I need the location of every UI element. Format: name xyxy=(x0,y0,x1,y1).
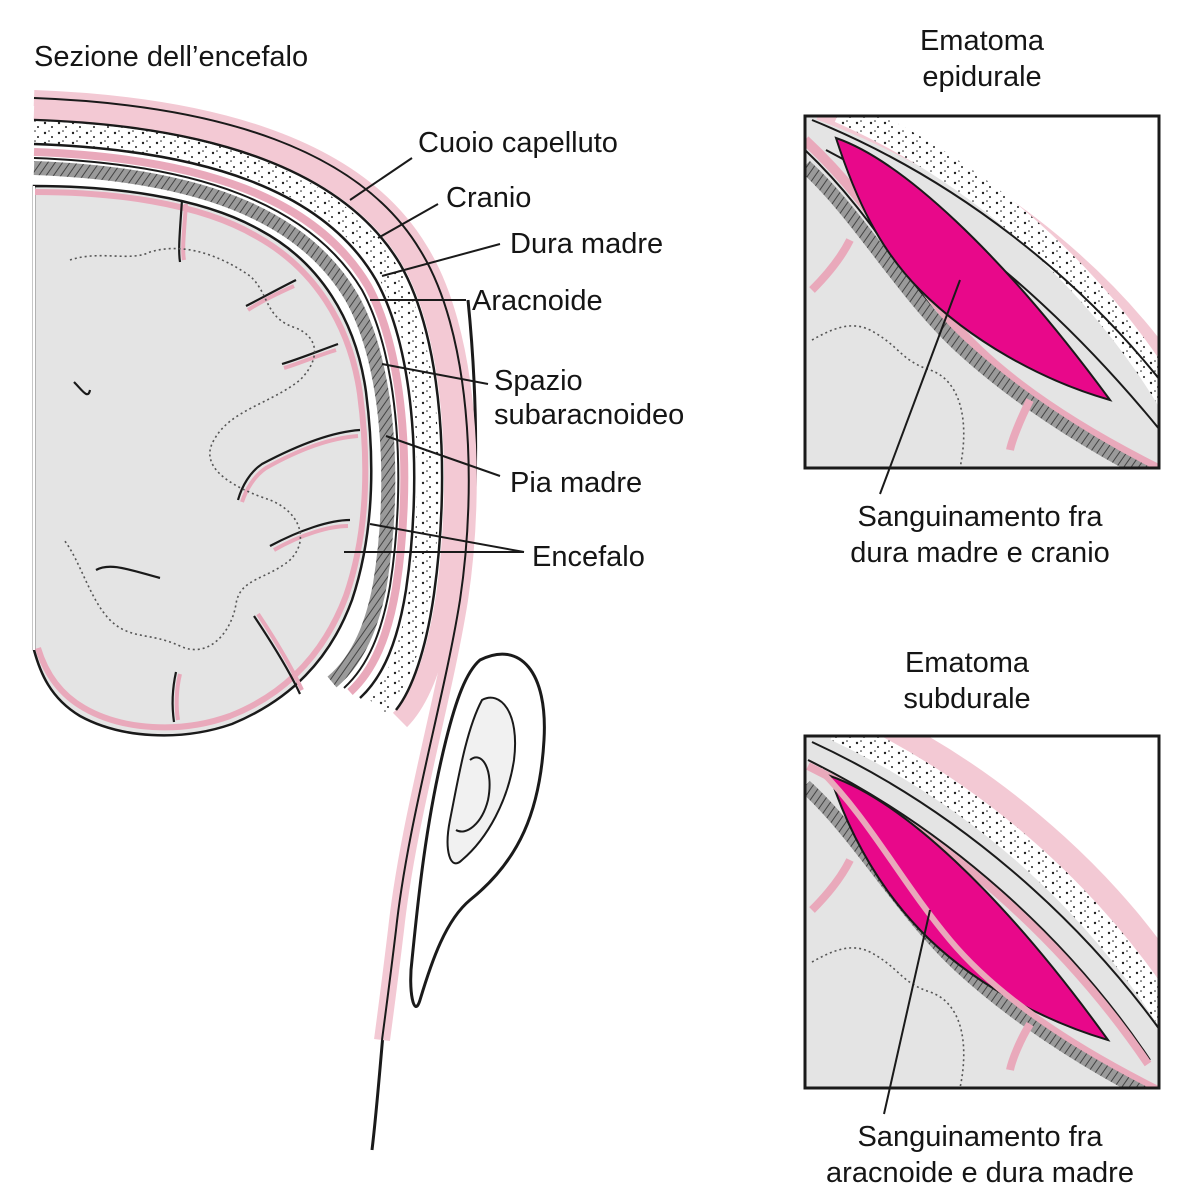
subdural-caption-line1: Sanguinamento fra xyxy=(857,1121,1103,1153)
head-outline xyxy=(33,90,478,1151)
leader-lines xyxy=(344,157,525,553)
subdural-panel xyxy=(803,734,1161,1115)
brain-cortex xyxy=(32,184,373,737)
label-scalp: Cuoio capelluto xyxy=(418,127,618,159)
epidural-caption-line1: Sanguinamento fra xyxy=(857,501,1103,533)
epidural-panel xyxy=(803,114,1161,495)
skull-layers xyxy=(33,100,465,728)
label-brain: Encefalo xyxy=(532,541,645,573)
subdural-title-line1: Ematoma xyxy=(904,647,1030,679)
label-skull: Cranio xyxy=(446,182,532,214)
label-subarachnoid-line1: Spazio xyxy=(494,365,583,397)
label-subarachnoid-line2: subaracnoideo xyxy=(494,399,685,431)
ear-illustration xyxy=(409,652,546,1008)
label-dura: Dura madre xyxy=(510,228,664,260)
epidural-title-line1: Ematoma xyxy=(919,25,1045,57)
epidural-caption-line2: dura madre e cranio xyxy=(850,537,1110,569)
label-arachnoid: Aracnoide xyxy=(472,285,603,317)
main-section-title: Sezione dell’encefalo xyxy=(34,41,309,73)
epidural-title-line2: epidurale xyxy=(922,61,1042,93)
label-pia: Pia madre xyxy=(510,467,643,499)
subdural-title-line2: subdurale xyxy=(903,683,1031,715)
subdural-caption-line2: aracnoide e dura madre xyxy=(826,1157,1134,1189)
